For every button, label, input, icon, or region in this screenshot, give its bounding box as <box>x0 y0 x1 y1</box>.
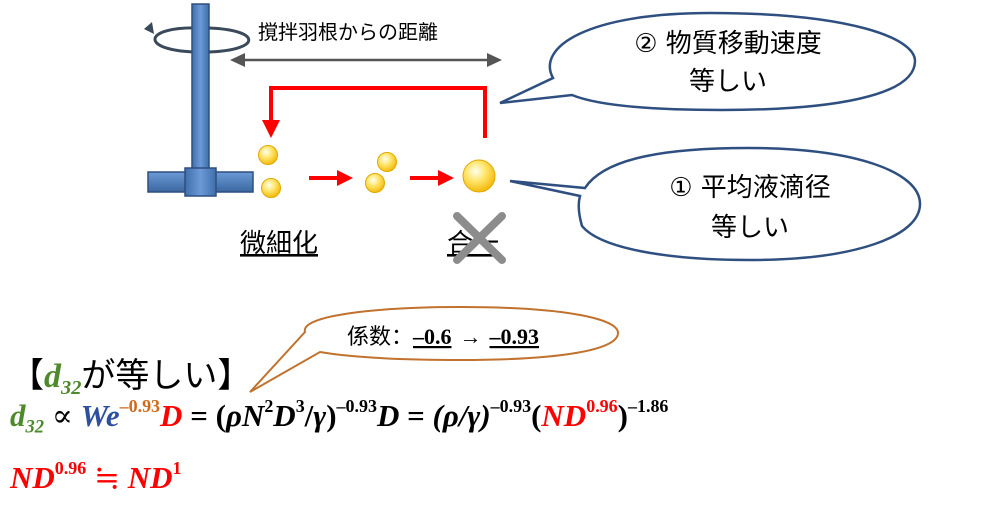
callout-mass-transfer: ② 物質移動速度 等しい <box>499 11 917 112</box>
droplet-small <box>377 152 397 172</box>
formula-heading: 【d32が等しい】 <box>10 356 252 400</box>
impeller <box>144 3 254 197</box>
impeller-hub <box>184 167 217 197</box>
distance-label: 撹拌羽根からの距離 <box>258 20 438 44</box>
impeller-shaft <box>191 3 210 190</box>
final-expression: (ρ/γ)–0.93(ND0.96)–1.86 <box>432 396 669 434</box>
coefficient-text: 係数：–0.6→–0.93 <box>347 324 539 350</box>
rotation-arrow-icon <box>208 26 251 54</box>
flow-arrow-1 <box>309 170 353 186</box>
droplet-small <box>365 173 385 193</box>
flow-arrow-2 <box>410 170 454 186</box>
weber-number: We <box>80 398 120 434</box>
recirculation-arrow <box>262 86 487 138</box>
cross-mark-icon <box>453 212 506 264</box>
droplets <box>258 145 496 198</box>
droplet-small <box>261 178 281 198</box>
rotation-arrow-back <box>153 26 201 54</box>
weber-expansion: (ρN2D3/γ)–0.93D <box>215 396 400 434</box>
formula-main: d32 ∝ We–0.93D = (ρN2D3/γ)–0.93D = (ρ/γ)… <box>10 396 669 438</box>
rotation-arrowhead <box>144 22 154 34</box>
droplet-text-line1: ① 平均液滴径 <box>669 173 831 203</box>
d32-symbol: d32 <box>44 358 82 400</box>
droplet-large <box>462 159 496 193</box>
callout-coefficient: 係数：–0.6→–0.93 <box>249 305 620 393</box>
proportional-symbol: ∝ <box>51 398 73 434</box>
d32-lhs: d32 <box>10 398 45 438</box>
mass-transfer-text-line2: 等しい <box>689 67 767 97</box>
callout-droplet-diameter: ① 平均液滴径 等しい <box>509 146 922 262</box>
droplet-small <box>258 145 278 165</box>
mass-transfer-text-line1: ② 物質移動速度 <box>634 29 822 59</box>
refine-label: 微細化 <box>240 229 318 259</box>
formula-approximation: ND0.96 ≒ ND1 <box>10 458 182 496</box>
distance-arrow <box>230 53 502 67</box>
droplet-text-line2: 等しい <box>711 213 789 243</box>
